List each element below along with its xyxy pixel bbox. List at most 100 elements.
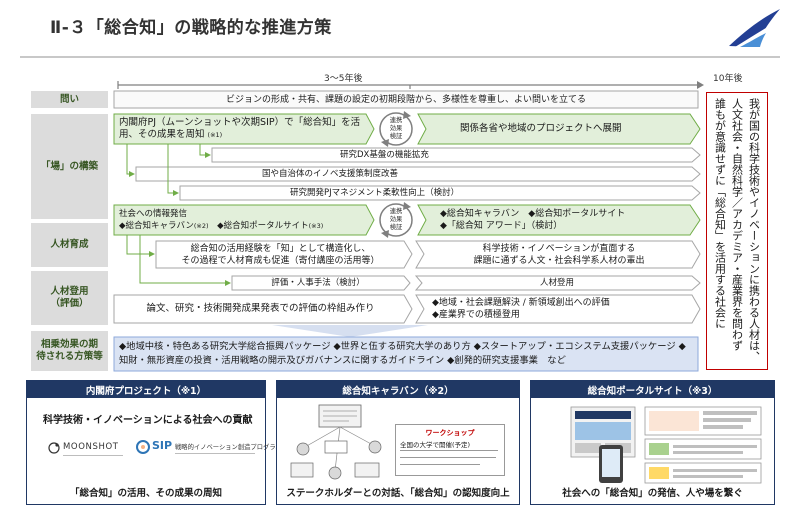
workshop-text-placeholder xyxy=(400,450,498,451)
logo-icon xyxy=(729,9,780,47)
evaluation-framework-line: 論文、研究・技術開発成果発表での評価の枠組み作り xyxy=(146,303,375,314)
question-box xyxy=(113,90,699,109)
connector-lines xyxy=(126,144,231,286)
cycle-word: 検証 xyxy=(389,133,403,140)
synergy-line: ◆地域中核・特色ある研究大学総合振興パッケージ ◆世界と伍する研究大学のあり方 … xyxy=(119,341,686,366)
evaluation-method-bar xyxy=(231,275,411,291)
outreach-future-line: ◆総合知キャラバン ◆総合知ポータルサイト xyxy=(440,209,626,219)
outreach-item: ◆総合知キャラバン xyxy=(119,221,194,231)
panel-header: 総合知ポータルサイト（※3） xyxy=(531,381,774,398)
recruitment-future-text: ◆地域・社会課題解決 / 新領域創出への評価 ◆産業界での積極登用 xyxy=(432,295,690,323)
row-label-synergy: 相乗効果の期 待される方策等 xyxy=(31,331,108,371)
row-label-text: 問い xyxy=(59,93,79,105)
row-label-question: 問い xyxy=(31,91,108,108)
row-label-text: 人材登用 xyxy=(50,286,89,297)
expansion-arrow xyxy=(417,113,701,145)
evaluation-method-line: 評価・人事手法（検討） xyxy=(271,278,365,288)
cabinet-pj-text: 内閣府PJ（ムーンショットや次期SIP）で「総合知」を活用、その成果を周知 (※… xyxy=(119,115,365,143)
recruitment-future-line: ◆産業界での積極登用 xyxy=(432,310,520,320)
outreach-item: ◆総合知ポータルサイト xyxy=(217,221,309,231)
evaluation-framework-box xyxy=(113,294,413,324)
outreach-title: 社会への情報発信 xyxy=(119,209,188,219)
panel-portal-site: 総合知ポータルサイト（※3） 社会への「総合知」の発信、人や場を繋ぐ xyxy=(530,380,775,505)
vision-line: 我が国の科学技術やイノベーションに携わる人材は、 xyxy=(747,98,761,362)
outreach-items: ◆総合知キャラバン(※2) ◆総合知ポータルサイト(※3) xyxy=(119,220,369,232)
panel-caravan: 総合知キャラバン（※2） ワークショップ 全国の大学で開催(予定) ステークホル… xyxy=(276,380,520,505)
cycle-arrow-icon xyxy=(379,111,413,147)
synergy-chevron xyxy=(272,325,428,337)
outreach-future-arrow xyxy=(417,204,701,236)
bar-line: 国や自治体のイノベ支援策制度改善 xyxy=(262,169,399,179)
timeline-end-label: 10年後 xyxy=(713,74,743,84)
timeline-arrow xyxy=(117,81,704,89)
bar-pj-management xyxy=(179,185,701,201)
development-box xyxy=(155,240,413,269)
stakeholder-diagram xyxy=(290,404,382,480)
logo-subline xyxy=(175,453,255,454)
workshop-text-placeholder xyxy=(400,464,480,465)
expansion-text: 関係各省や地域のプロジェクトへ展開 xyxy=(460,114,685,144)
bar-pj-management-text: 研究開発PJマネジメント柔軟性向上（検討） xyxy=(290,186,459,200)
panel-header: 総合知キャラバン（※2） xyxy=(277,381,519,398)
bar-research-dx-text: 研究DX基盤の機能拡充 xyxy=(340,148,429,162)
row-label-place: 「場」の構築 xyxy=(31,114,108,219)
cycle-label-1: 連携 効果 検証 xyxy=(380,116,412,142)
synergy-box xyxy=(113,336,699,372)
development-future-line: 課題に通ずる人文・社会科学系人材の輩出 xyxy=(473,255,645,266)
cycle-word: 連携 xyxy=(389,208,403,215)
portal-screenshot xyxy=(570,406,762,484)
panel-header: 内閣府プロジェクト（※1） xyxy=(27,381,265,398)
recruitment-future-line: ◆地域・社会課題解決 / 新領域創出への評価 xyxy=(432,298,610,308)
vision-line: 誰もが意識せずに「総合知」を活用する社会に xyxy=(713,98,727,329)
bar-line: 研究DX基盤の機能拡充 xyxy=(340,150,429,160)
workshop-title: ワークショップ xyxy=(425,429,475,437)
bar-local-support-text: 国や自治体のイノベ支援策制度改善 xyxy=(262,167,398,181)
recruitment-line: 人材登用 xyxy=(539,278,574,288)
timeline-mid-label: 3～5年後 xyxy=(324,74,363,84)
recruitment-text: 人材登用 xyxy=(422,276,692,290)
workshop-line: 全国の大学で開催(予定) xyxy=(400,441,471,449)
evaluation-method-text: 評価・人事手法（検討） xyxy=(232,276,404,290)
footnote-marker: (※2) xyxy=(193,222,209,230)
outreach-text: 社会への情報発信 ◆総合知キャラバン(※2) ◆総合知ポータルサイト(※3) xyxy=(119,206,369,234)
row-label-development: 人材育成 xyxy=(31,223,108,267)
cycle-word: 効果 xyxy=(389,125,403,132)
panel-footer: 「総合知」の活用、その成果の周知 xyxy=(69,488,222,499)
bar-local-support xyxy=(135,166,701,182)
moonshot-logo-text: MOONSHOT xyxy=(63,442,119,452)
page-title: Ⅱ-３「総合知」の戦略的な推進方策 xyxy=(50,18,332,38)
development-future-arrow xyxy=(415,240,701,269)
footnote-marker: (※3) xyxy=(308,222,324,230)
logo-subline xyxy=(63,455,123,456)
panel-footer: ステークホルダーとの対話、「総合知」の認知度向上 xyxy=(286,488,510,499)
sip-logo-icon xyxy=(136,440,150,454)
row-label-text: 「場」の構築 xyxy=(40,160,98,172)
panel-headline: 科学技術・イノベーションによる社会への貢献 xyxy=(43,415,253,426)
evaluation-framework-text: 論文、研究・技術開発成果発表での評価の枠組み作り xyxy=(118,295,403,323)
cabinet-pj-box xyxy=(113,113,375,145)
cycle-word: 連携 xyxy=(389,117,403,124)
recruitment-bar xyxy=(414,275,701,291)
vision-text: 我が国の科学技術やイノベーションに携わる人材は、 人文社会・自然科学／アカデミア… xyxy=(712,93,763,369)
sip-logo-text: SIP xyxy=(152,439,173,452)
row-label-text: 相乗効果の期 xyxy=(40,339,98,350)
outreach-box xyxy=(113,204,375,236)
row-label-text: （評価） xyxy=(50,298,89,309)
cycle-word: 検証 xyxy=(389,224,403,231)
development-line: 総合知の活用経験を「知」として構造化し、 xyxy=(190,243,371,254)
vision-box: 我が国の科学技術やイノベーションに携わる人材は、 人文社会・自然科学／アカデミア… xyxy=(706,92,768,370)
workshop-text-placeholder xyxy=(400,457,496,458)
row-label-recruitment: 人材登用 （評価） xyxy=(31,271,108,325)
development-text: 総合知の活用経験を「知」として構造化し、 その過程で人材育成も促進（寄付講座の活… xyxy=(158,241,403,268)
footnote-marker: (※1) xyxy=(207,131,223,139)
question-text: ビジョンの形成・共有、課題の設定の初期段階から、多様性を尊重し、よい問いを立てる xyxy=(114,91,698,108)
row-label-text: 人材育成 xyxy=(50,239,89,250)
development-line: その過程で人材育成も促進（寄付講座の活用等） xyxy=(181,255,380,266)
panel-cabinet-project: 内閣府プロジェクト（※1） 科学技術・イノベーションによる社会への貢献 MOON… xyxy=(26,380,282,505)
synergy-text: ◆地域中核・特色ある研究大学総合振興パッケージ ◆世界と伍する研究大学のあり方 … xyxy=(119,338,694,370)
cycle-label-2: 連携 効果 検証 xyxy=(380,207,412,233)
moonshot-logo-icon xyxy=(48,442,60,454)
cabinet-pj-line: 内閣府PJ（ムーンショットや次期SIP）で「総合知」を活用、その成果を周知 xyxy=(119,117,361,140)
